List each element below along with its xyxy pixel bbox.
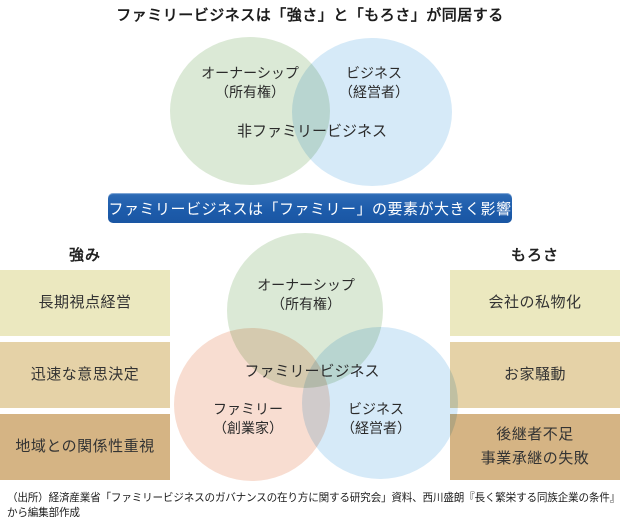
top-venn-business-label: ビジネス （経営者）: [339, 65, 409, 100]
top-venn-ownership-label: オーナーシップ （所有権）: [201, 65, 299, 100]
bottom-venn-family-label: ファミリー （創業家）: [213, 401, 283, 436]
top-venn-business-circle: [292, 38, 452, 186]
main-title: ファミリービジネスは「強さ」と「もろさ」が同居する: [116, 7, 504, 24]
banner-text: ファミリービジネスは「ファミリー」の要素が大きく影響: [108, 200, 512, 218]
weaknesses-header: もろさ: [510, 247, 559, 264]
top-venn-nonfamily-label: 非ファミリービジネス: [236, 123, 388, 140]
weakness-item-privatization: 会社の私物化: [450, 270, 620, 336]
bottom-venn-ownership-label: オーナーシップ （所有権）: [257, 277, 355, 312]
strengths-header: 強み: [68, 247, 101, 264]
bottom-venn-business-label: ビジネス （経営者）: [341, 401, 411, 436]
weakness-item-family-feud: お家騒動: [450, 342, 620, 408]
strength-item-long-term: 長期視点経営: [0, 270, 170, 336]
strength-item-community: 地域との関係性重視: [0, 414, 170, 480]
strength-item-quick-decision: 迅速な意思決定: [0, 342, 170, 408]
bottom-venn-center-label: ファミリービジネス: [244, 363, 380, 380]
bottom-venn-business-circle: [302, 327, 458, 479]
weakness-item-succession: 後継者不足 事業承継の失敗: [450, 414, 620, 480]
banner: ファミリービジネスは「ファミリー」の要素が大きく影響: [108, 193, 512, 223]
source-note: （出所）経済産業省「ファミリービジネスのガバナンスの在り方に関する研究会」資料、…: [7, 493, 615, 517]
